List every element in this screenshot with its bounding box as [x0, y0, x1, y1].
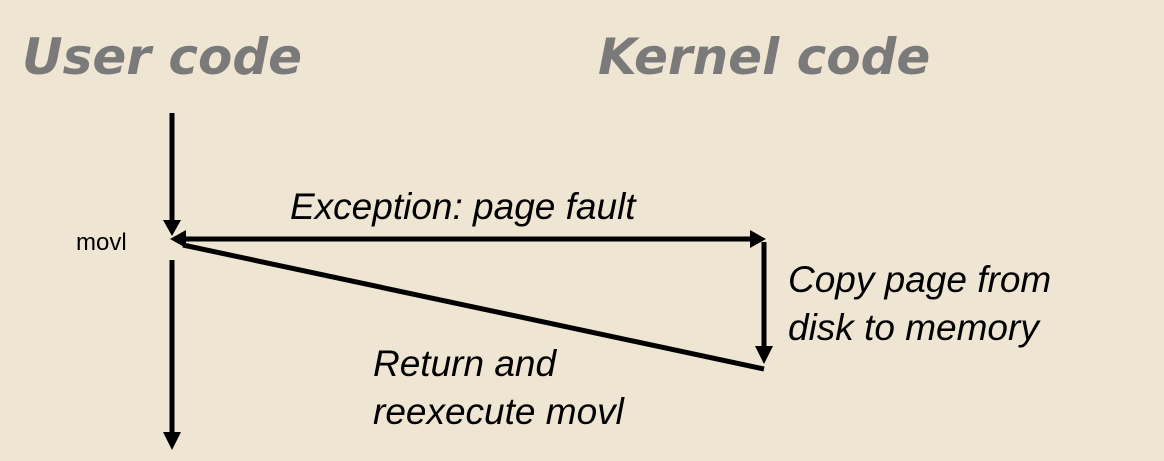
exception-arrowhead-left	[170, 230, 186, 248]
user-code-heading: User code	[22, 28, 303, 86]
return-arrow	[182, 242, 765, 372]
return-label: Return and reexecute movl	[373, 340, 624, 436]
exception-arrowhead-right	[750, 230, 766, 248]
copy-page-label: Copy page from disk to memory	[788, 256, 1051, 352]
user-flow-bottom-arrowhead	[163, 432, 181, 450]
copy-page-arrowhead	[755, 346, 773, 364]
kernel-code-heading: Kernel code	[598, 28, 931, 86]
return-label-line2: reexecute movl	[373, 391, 624, 432]
user-flow-top-arrowhead	[163, 220, 181, 236]
movl-instruction-label: movl	[76, 229, 127, 256]
exception-label: Exception: page fault	[290, 186, 636, 227]
copy-page-label-line2: disk to memory	[788, 307, 1039, 348]
copy-page-label-line1: Copy page from	[788, 259, 1052, 300]
return-label-line1: Return and	[373, 343, 557, 384]
